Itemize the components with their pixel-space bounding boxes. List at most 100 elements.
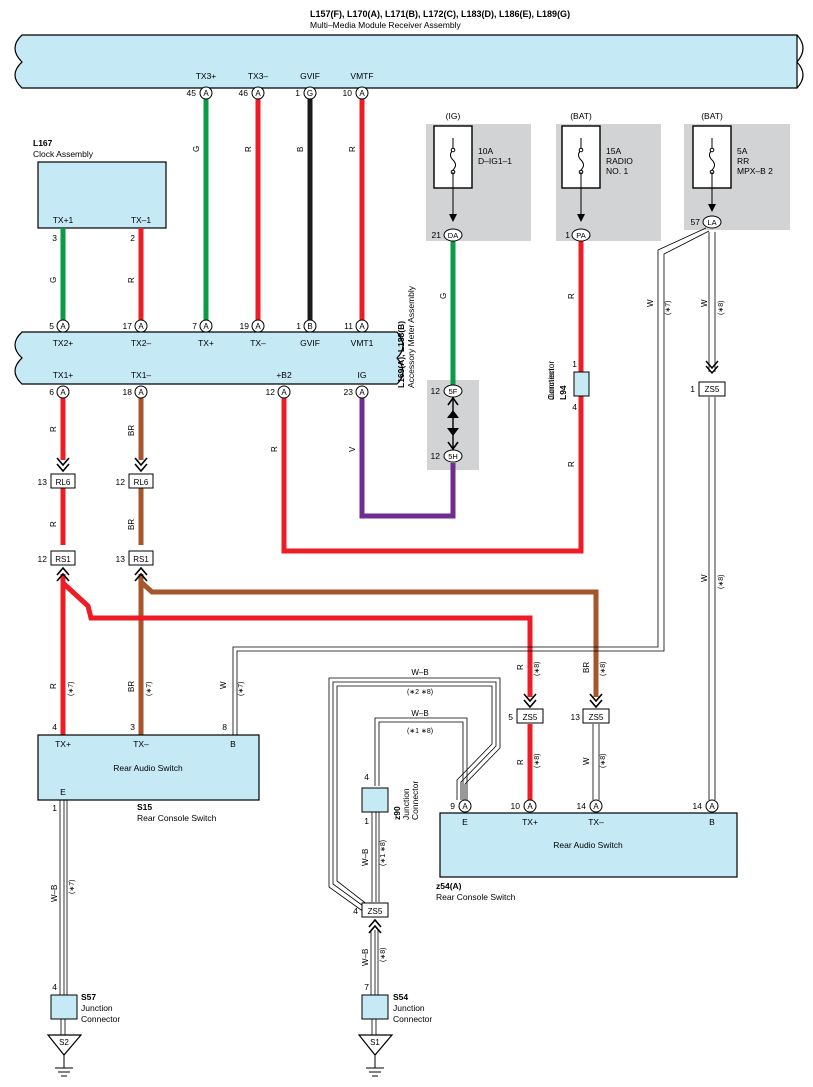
- meter-code: L169(A), L188(B): [396, 321, 406, 388]
- svg-text:(IG): (IG): [446, 111, 461, 121]
- svg-text:15A: 15A: [606, 146, 621, 156]
- receiver-pin-tx3plus: TX3+ 45 A: [187, 71, 216, 100]
- svg-text:VMT1: VMT1: [351, 338, 374, 348]
- svg-text:TX1–: TX1–: [131, 370, 152, 380]
- svg-text:1: 1: [364, 816, 369, 826]
- svg-text:12: 12: [431, 386, 441, 396]
- svg-text:TX–: TX–: [133, 739, 149, 749]
- svg-text:4: 4: [52, 722, 57, 732]
- svg-text:1: 1: [572, 359, 577, 369]
- s15-rear-audio-switch: 4 3 8 TX+ TX– B Rear Audio Switch E 1 S1…: [37, 722, 260, 823]
- svg-text:R: R: [244, 146, 253, 152]
- svg-text:4: 4: [572, 402, 577, 412]
- svg-text:1: 1: [690, 384, 695, 394]
- receiver-pin-tx3minus: TX3– 46 A: [239, 71, 268, 100]
- svg-text:R: R: [270, 446, 279, 452]
- clock-name: Clock Assembly: [33, 149, 94, 159]
- svg-text:13: 13: [116, 554, 126, 564]
- svg-text:(∗2 ∗8): (∗2 ∗8): [407, 689, 433, 696]
- svg-text:12: 12: [431, 451, 441, 461]
- svg-text:W–B: W–B: [50, 885, 59, 902]
- receiver-pin-vmtf: VMTF 10 A: [343, 71, 374, 100]
- fuse-rr: (BAT) 5A RR MPX–B 2 57 LA: [691, 111, 773, 229]
- svg-text:10: 10: [511, 801, 521, 811]
- svg-text:12: 12: [38, 554, 48, 564]
- wire-ig-violet: [359, 398, 456, 519]
- svg-text:ZS5: ZS5: [589, 713, 604, 722]
- clock-pin-tx1plus-label: TX+1: [53, 215, 74, 225]
- svg-text:Connector: Connector: [410, 781, 420, 820]
- clock-assembly-box: [37, 161, 167, 229]
- svg-text:45: 45: [187, 88, 197, 98]
- clock-pin-3: 3: [52, 233, 57, 243]
- svg-text:PA: PA: [576, 231, 585, 240]
- svg-text:VMTF: VMTF: [350, 71, 373, 81]
- svg-text:TX–: TX–: [588, 817, 604, 827]
- svg-text:A: A: [255, 322, 261, 331]
- svg-text:(∗1 ∗8): (∗1 ∗8): [407, 728, 433, 735]
- svg-text:W: W: [646, 299, 655, 307]
- receiver-title: Multi–Media Module Receiver Assembly: [310, 20, 461, 30]
- svg-text:E: E: [462, 817, 468, 827]
- svg-text:ZS5: ZS5: [705, 385, 720, 394]
- svg-text:(∗7): (∗7): [146, 682, 153, 696]
- svg-text:R: R: [567, 461, 576, 467]
- svg-text:B: B: [230, 739, 236, 749]
- svg-text:Rear Console Switch: Rear Console Switch: [137, 813, 217, 823]
- svg-text:(∗8): (∗8): [600, 662, 607, 676]
- svg-text:10: 10: [343, 88, 353, 98]
- svg-text:TX–: TX–: [250, 338, 266, 348]
- svg-text:B: B: [296, 147, 305, 152]
- svg-text:RADIO: RADIO: [606, 156, 633, 166]
- wire-b2-red: [281, 396, 584, 554]
- svg-text:Connector: Connector: [546, 361, 556, 400]
- svg-text:W: W: [582, 757, 591, 765]
- svg-text:G: G: [49, 277, 58, 283]
- svg-text:A: A: [60, 322, 66, 331]
- svg-text:13: 13: [571, 712, 581, 722]
- svg-text:A: A: [255, 89, 261, 98]
- svg-text:5H: 5H: [448, 452, 458, 461]
- svg-text:BR: BR: [582, 662, 591, 673]
- svg-text:S2: S2: [59, 1038, 69, 1047]
- svg-text:A: A: [203, 89, 209, 98]
- svg-text:A: A: [359, 388, 365, 397]
- svg-text:R: R: [49, 426, 58, 432]
- svg-text:W–B: W–B: [361, 849, 370, 866]
- svg-text:(∗8): (∗8): [718, 575, 725, 589]
- svg-text:23: 23: [344, 387, 354, 397]
- fuse-radio: (BAT) 15A RADIO NO. 1 1 PA: [561, 111, 633, 242]
- svg-text:RL6: RL6: [134, 478, 149, 487]
- svg-text:G: G: [192, 146, 201, 152]
- svg-text:A: A: [527, 802, 533, 811]
- svg-text:S15: S15: [137, 802, 152, 812]
- svg-text:A: A: [60, 388, 66, 397]
- svg-text:G: G: [307, 89, 313, 98]
- svg-text:BR: BR: [127, 519, 136, 530]
- svg-text:R: R: [567, 293, 576, 299]
- svg-text:R: R: [516, 664, 525, 670]
- svg-text:B: B: [307, 322, 312, 331]
- svg-text:S1: S1: [370, 1038, 380, 1047]
- svg-text:4: 4: [364, 772, 369, 782]
- svg-text:RS1: RS1: [133, 555, 149, 564]
- svg-text:Rear Console Switch: Rear Console Switch: [436, 892, 516, 902]
- svg-text:(∗8): (∗8): [600, 754, 607, 768]
- svg-text:R: R: [516, 759, 525, 765]
- svg-text:z90: z90: [392, 806, 402, 820]
- svg-text:R: R: [348, 146, 357, 152]
- svg-text:Junction: Junction: [393, 1003, 425, 1013]
- wire-white-group: [59, 227, 716, 1035]
- wire-color-labels: G R B R G R G R W (∗7) W (∗8) R BR R V R…: [49, 146, 725, 966]
- svg-text:A: A: [709, 802, 715, 811]
- rs1-connectors: 12 RS1 13 RS1: [38, 550, 154, 582]
- clock-pin-2: 2: [130, 233, 135, 243]
- svg-text:(∗8): (∗8): [718, 301, 725, 315]
- svg-text:57: 57: [691, 217, 701, 227]
- svg-text:BR: BR: [127, 425, 136, 436]
- svg-text:(∗8): (∗8): [534, 754, 541, 768]
- zs5-connector-4: 4 ZS5: [353, 902, 389, 934]
- svg-text:W: W: [700, 299, 709, 307]
- receiver-pin-gvif: GVIF 1 G: [295, 71, 320, 100]
